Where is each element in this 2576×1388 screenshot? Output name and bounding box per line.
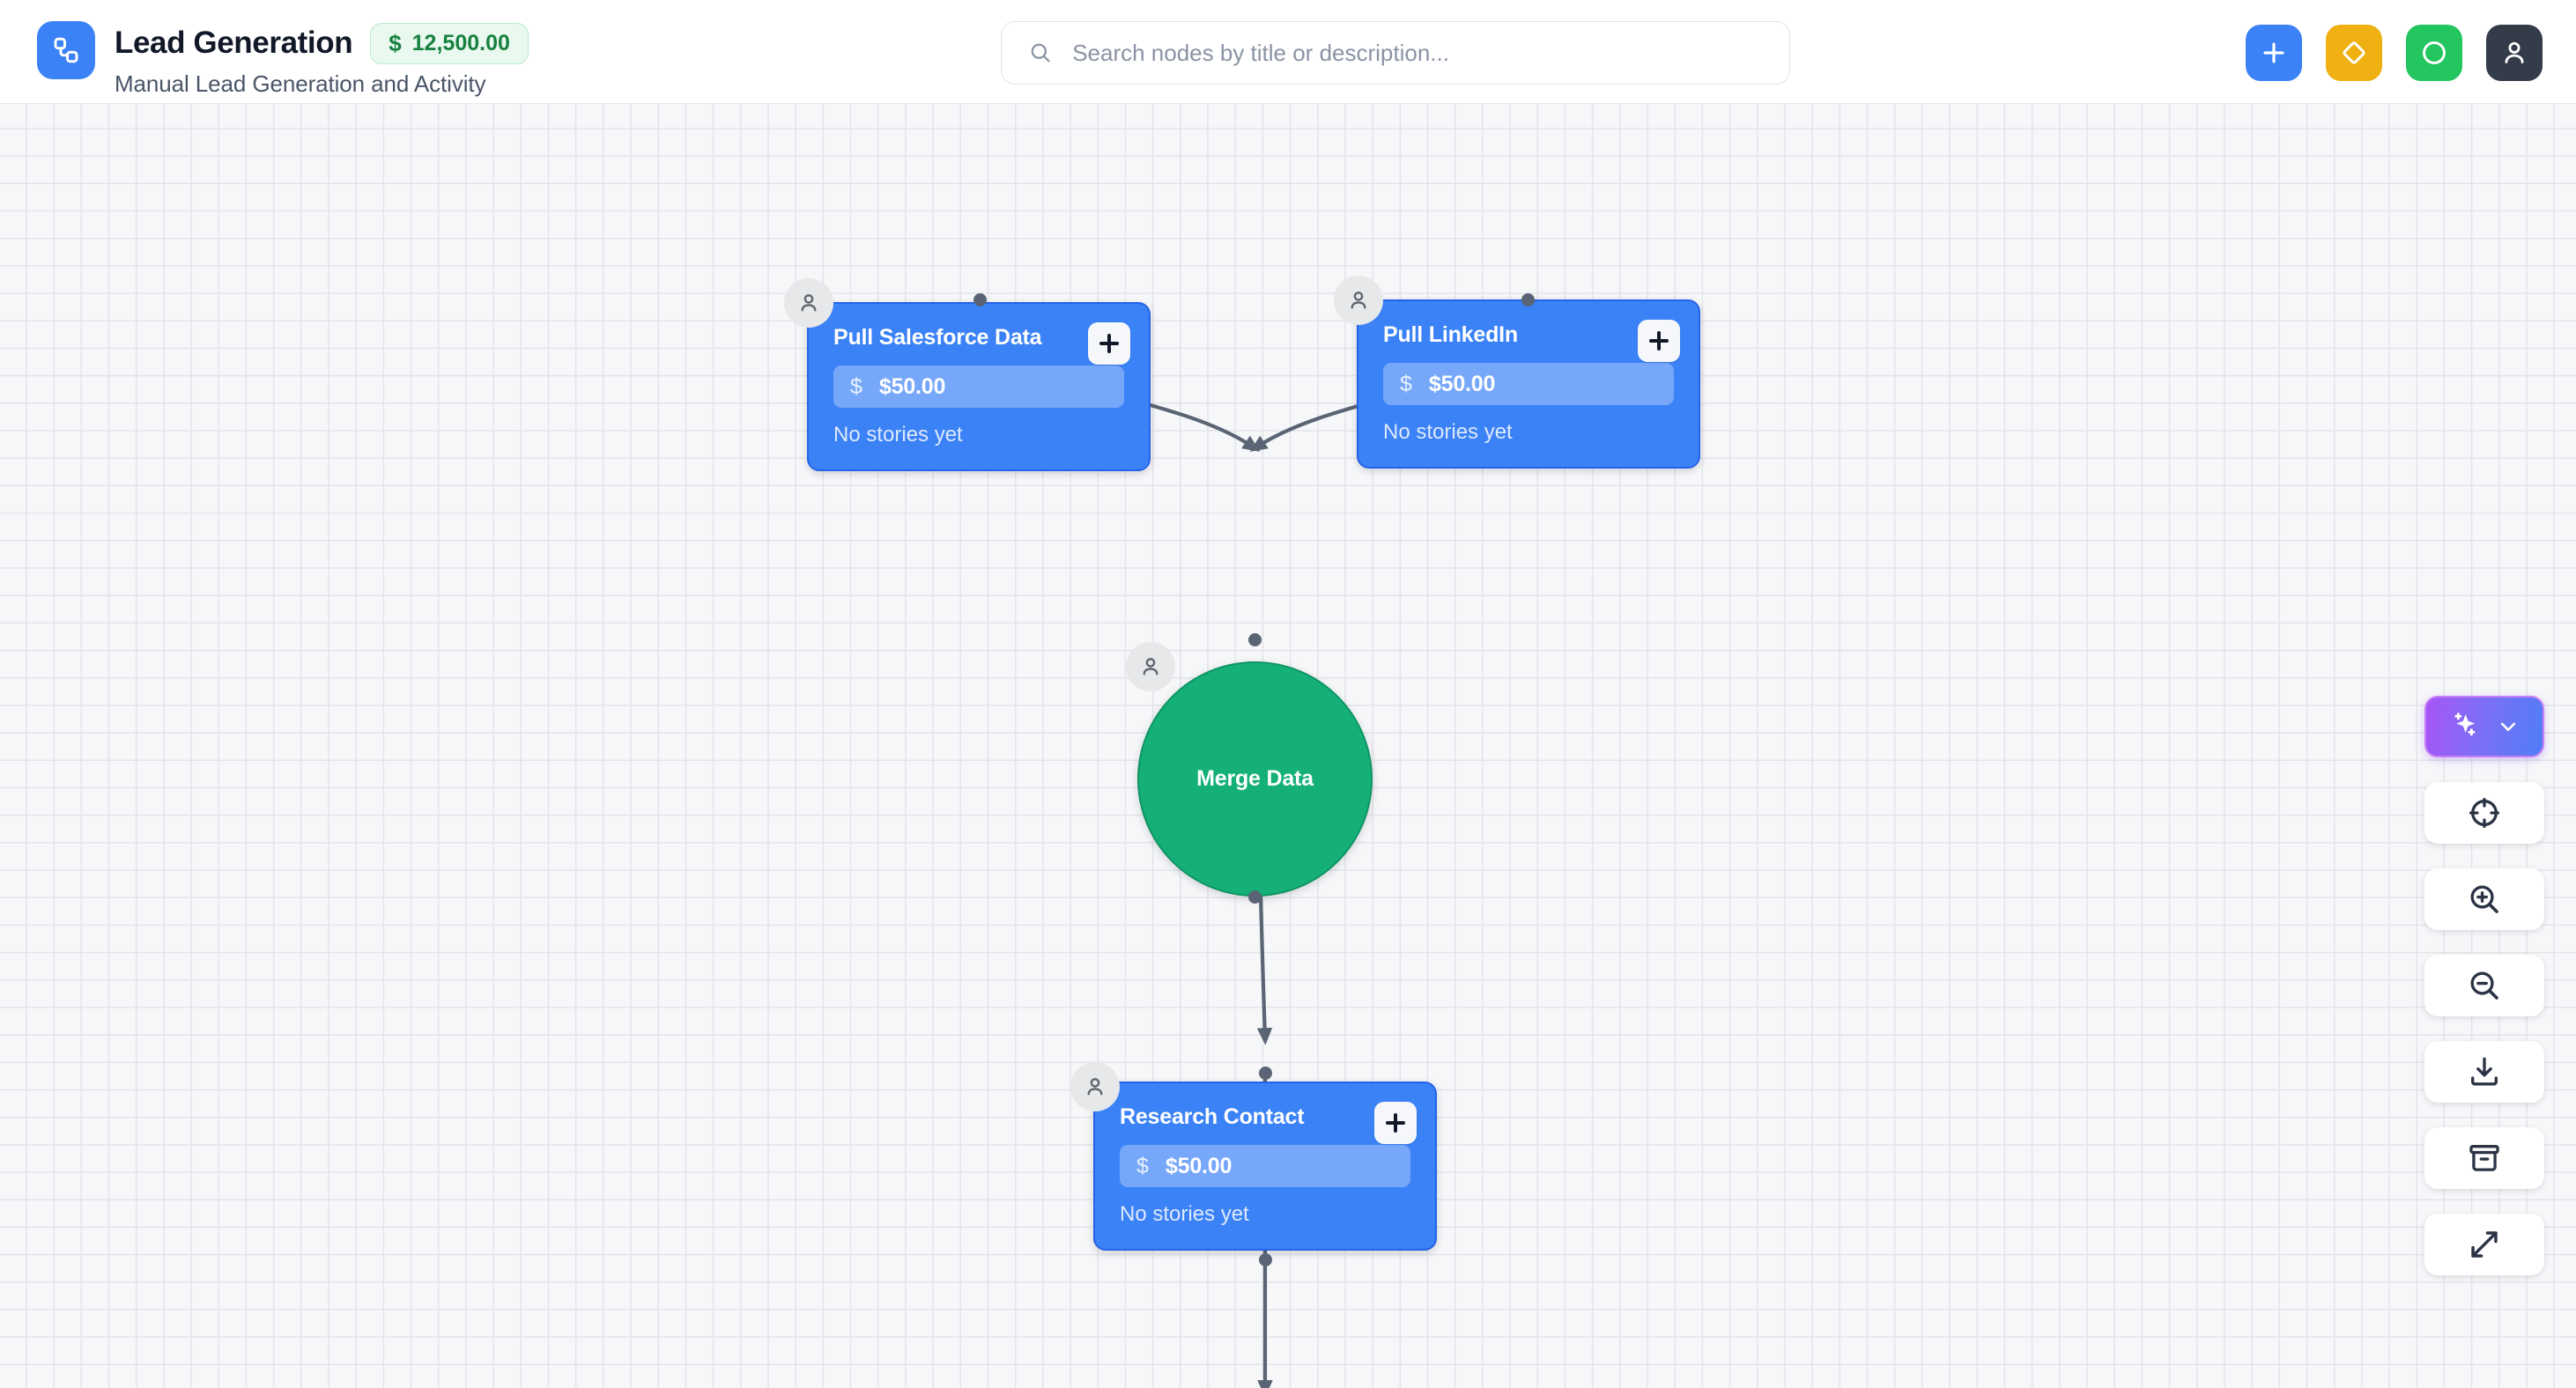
handle-salesforce-out[interactable]: [973, 293, 987, 306]
header-actions: [2246, 25, 2543, 81]
node-stories-status: No stories yet: [1120, 1202, 1249, 1226]
user-avatar-icon: [801, 294, 817, 312]
handle-merge-in[interactable]: [1248, 633, 1262, 646]
workflow-nodes-icon: [54, 37, 78, 63]
page-title: Lead Generation: [115, 26, 353, 61]
archive-icon: [2469, 1145, 2499, 1171]
user-avatar-icon: [1351, 292, 1366, 309]
account-button[interactable]: [2486, 25, 2543, 81]
workflow-node-merge-data[interactable]: Merge Data: [1137, 661, 1373, 897]
user-icon: [2505, 41, 2524, 63]
archive-button[interactable]: [2424, 1127, 2544, 1189]
node-add-story-button[interactable]: [1088, 322, 1130, 365]
budget-currency-symbol: $: [389, 30, 402, 56]
sparkles-icon: [2454, 712, 2476, 736]
circle-icon: [2423, 41, 2446, 64]
node-title: Merge Data: [1196, 766, 1314, 791]
circle-node-button[interactable]: [2406, 25, 2462, 81]
handle-research-in[interactable]: [1259, 1067, 1272, 1080]
node-avatar[interactable]: [784, 278, 833, 328]
node-cost: $ $50.00: [1383, 363, 1674, 405]
workflow-canvas[interactable]: Pull Salesforce Data $ $50.00 No stories…: [0, 104, 2576, 1388]
expand-arrows-icon: [2471, 1231, 2498, 1258]
cost-currency-symbol: $: [850, 373, 862, 399]
search-box[interactable]: [1001, 21, 1790, 85]
search-icon: [1031, 43, 1050, 63]
cost-value: $50.00: [878, 373, 946, 399]
cost-currency-symbol: $: [1136, 1153, 1149, 1178]
user-avatar-icon: [1143, 658, 1158, 676]
diamond-icon: [2343, 41, 2365, 64]
node-title: Pull LinkedIn: [1383, 322, 1518, 347]
node-avatar[interactable]: [1070, 1062, 1120, 1111]
fullscreen-button[interactable]: [2424, 1214, 2544, 1275]
budget-amount: 12,500.00: [411, 31, 510, 55]
cost-value: $50.00: [1428, 371, 1496, 396]
app-header: Lead Generation $ 12,500.00 Manual Lead …: [0, 0, 2576, 104]
node-title: Research Contact: [1120, 1104, 1305, 1129]
workflow-node-pull-salesforce-data[interactable]: Pull Salesforce Data $ $50.00 No stories…: [807, 302, 1151, 471]
workflow-node-pull-linkedin[interactable]: Pull LinkedIn $ $50.00 No stories yet: [1357, 299, 1700, 469]
download-button[interactable]: [2424, 1041, 2544, 1103]
canvas-toolbar: [2424, 696, 2544, 1275]
zoom-out-button[interactable]: [2424, 955, 2544, 1016]
node-cost: $ $50.00: [1120, 1145, 1410, 1187]
workflow-node-research-contact[interactable]: Research Contact $ $50.00 No stories yet: [1093, 1082, 1437, 1251]
node-title: Pull Salesforce Data: [833, 325, 1042, 350]
zoom-in-button[interactable]: [2424, 868, 2544, 930]
add-node-button[interactable]: [2246, 25, 2302, 81]
chevron-down-icon: [2500, 722, 2516, 732]
user-avatar-icon: [1087, 1078, 1103, 1096]
node-stories-status: No stories yet: [833, 423, 963, 447]
zoom-in-icon: [2470, 885, 2498, 913]
page-subtitle: Manual Lead Generation and Activity: [115, 70, 486, 97]
node-stories-status: No stories yet: [1383, 420, 1513, 444]
plus-icon: [2263, 42, 2284, 63]
node-add-story-button[interactable]: [1638, 320, 1680, 362]
fit-view-button[interactable]: [2424, 782, 2544, 844]
node-add-story-button[interactable]: [1374, 1102, 1417, 1144]
cost-currency-symbol: $: [1400, 371, 1412, 396]
node-avatar[interactable]: [1334, 276, 1383, 325]
node-cost: $ $50.00: [833, 365, 1124, 408]
search-container: [1001, 21, 1790, 85]
node-avatar[interactable]: [1126, 642, 1175, 691]
ai-assistant-button[interactable]: [2424, 696, 2544, 757]
download-icon: [2471, 1057, 2498, 1086]
app-logo[interactable]: [37, 21, 95, 79]
handle-linkedin-out[interactable]: [1521, 293, 1535, 306]
handle-merge-out[interactable]: [1248, 890, 1262, 904]
budget-badge: $ 12,500.00: [370, 23, 529, 64]
handle-research-out[interactable]: [1259, 1253, 1272, 1266]
cost-value: $50.00: [1165, 1153, 1232, 1178]
crosshair-icon: [2469, 797, 2500, 829]
brand: Lead Generation $ 12,500.00 Manual Lead …: [37, 21, 529, 98]
search-input[interactable]: [1072, 39, 1763, 67]
zoom-out-icon: [2470, 971, 2498, 1000]
decision-node-button[interactable]: [2326, 25, 2382, 81]
